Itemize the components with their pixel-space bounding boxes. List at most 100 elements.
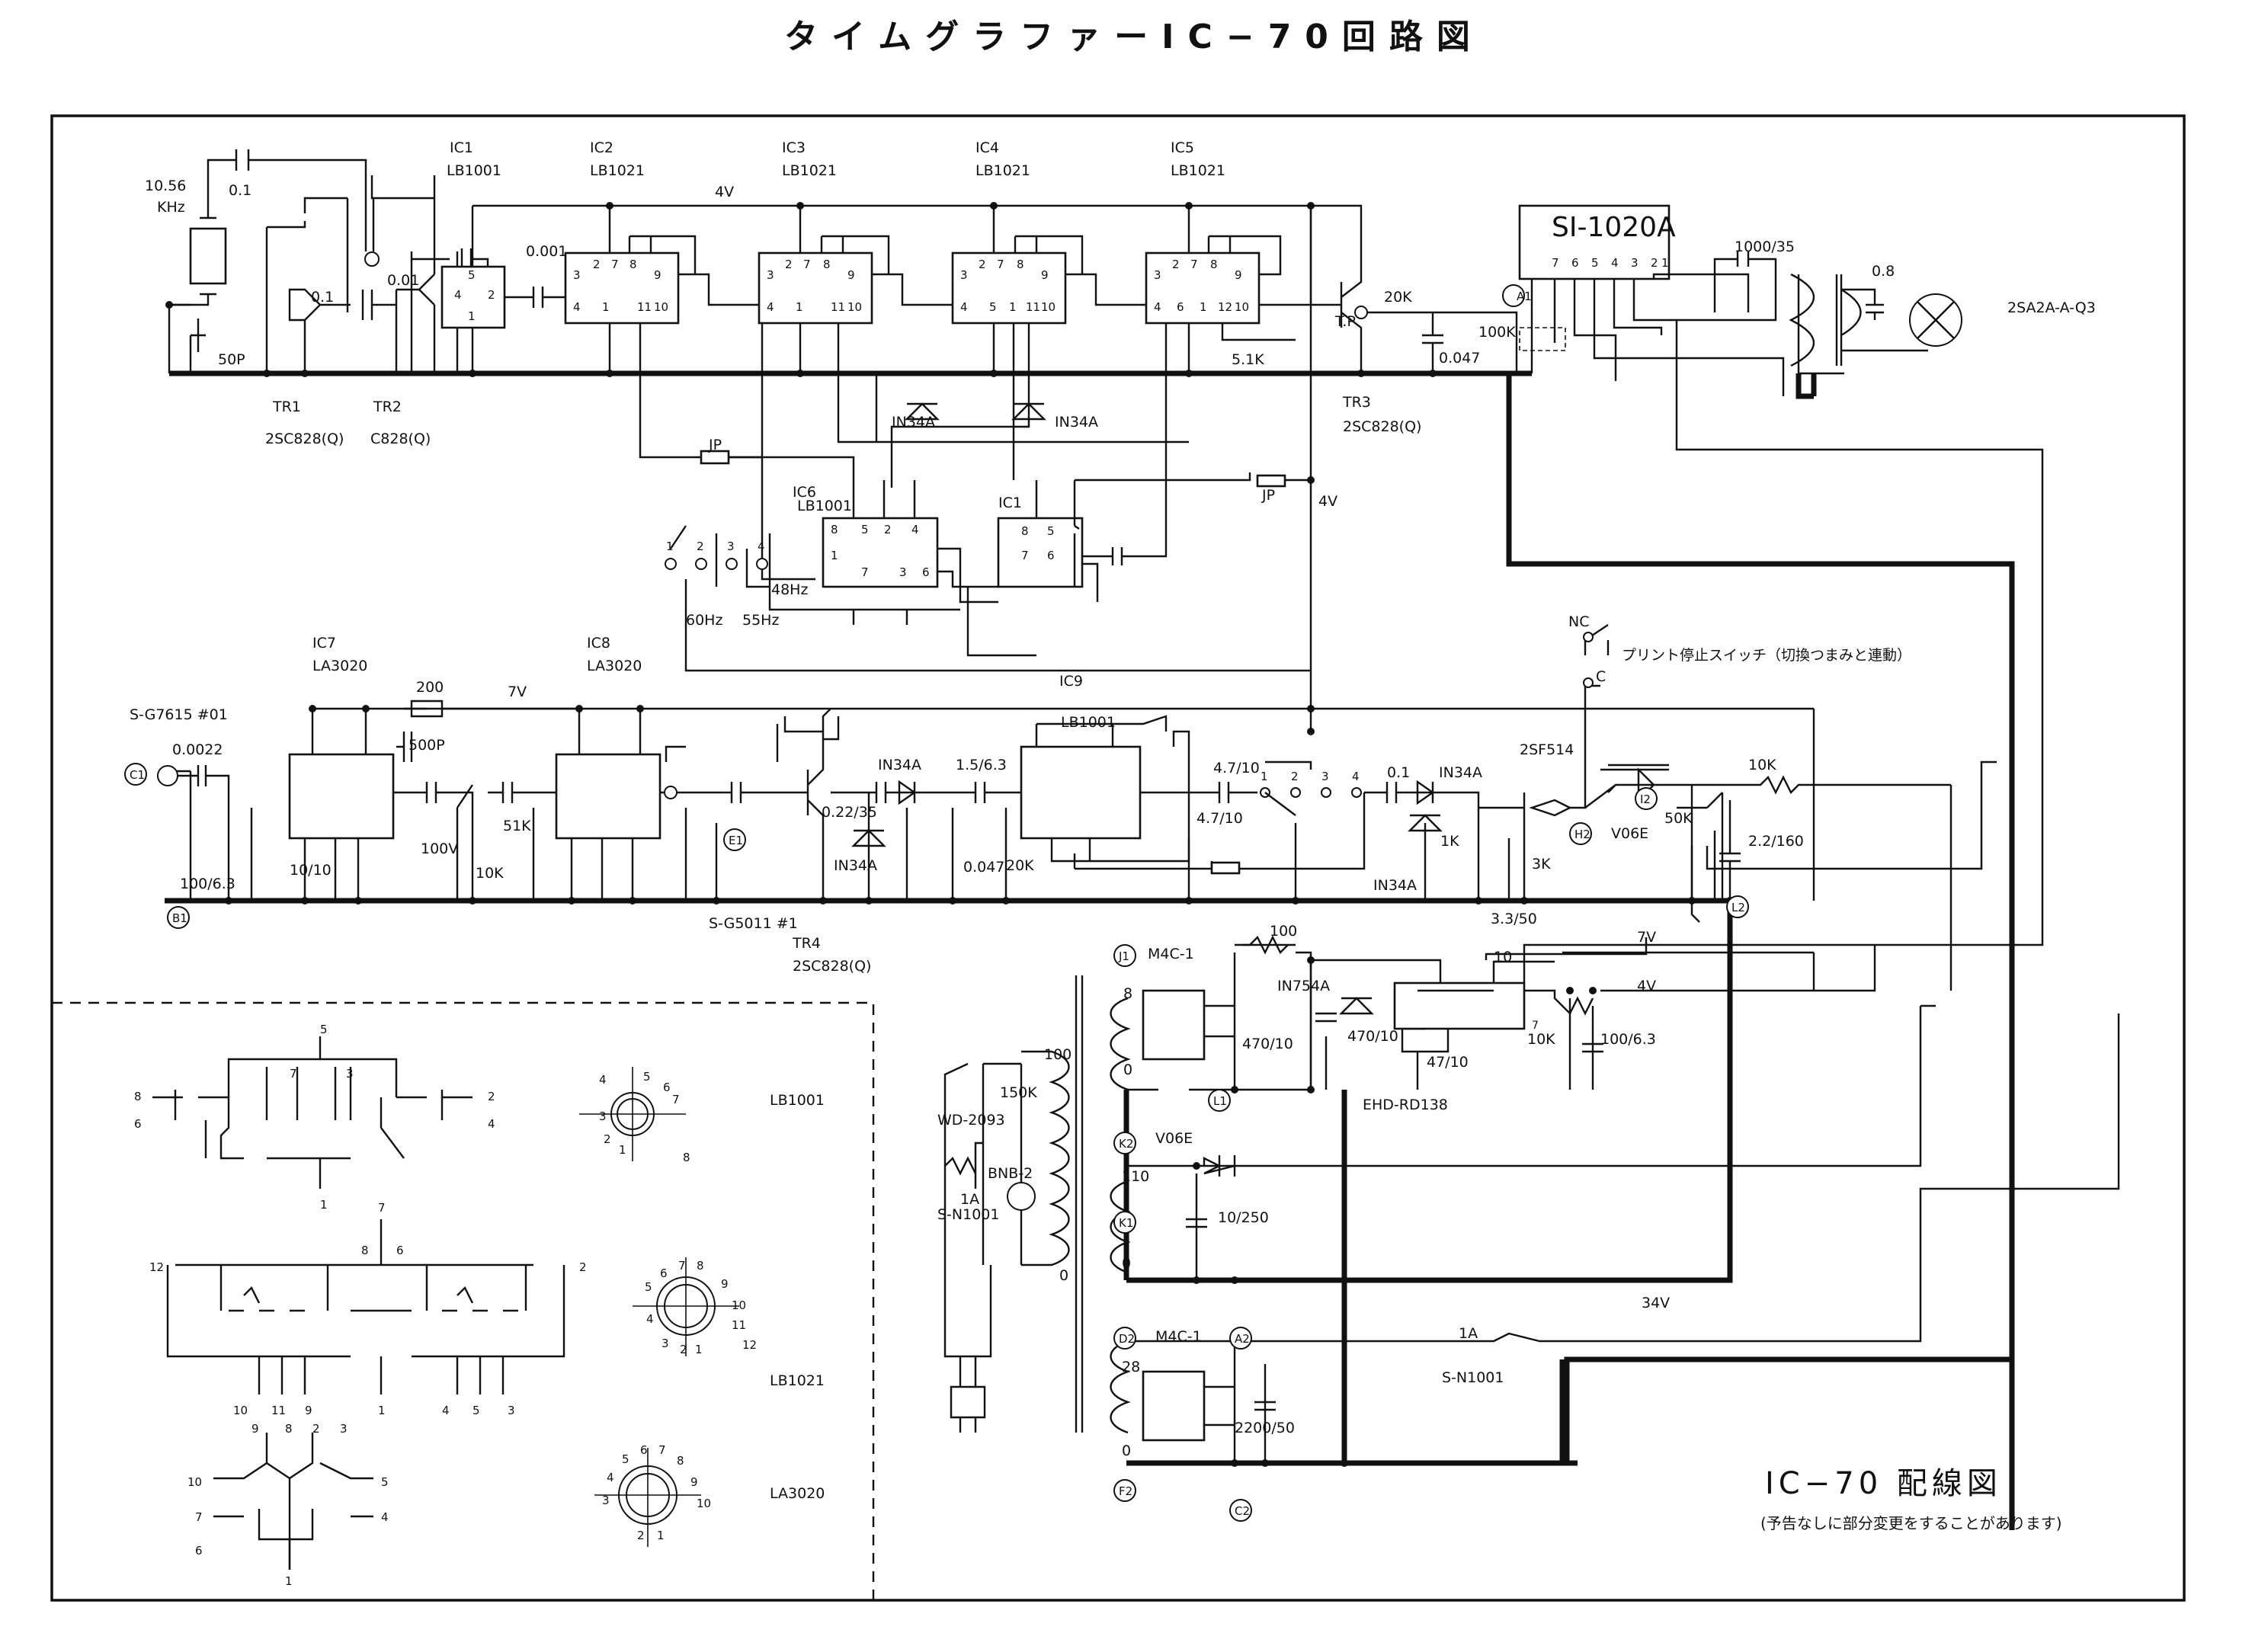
pickup2-label: S-G5011 #1 [709,915,798,932]
c470-label: 470/10 [1242,1036,1293,1052]
svg-text:9: 9 [1041,268,1049,282]
r100-label: 100 [1270,923,1297,940]
ic8-ref: IC8 [587,635,610,652]
in34a-2: IN34A [1055,414,1098,431]
t110-label: 110 [1122,1168,1149,1185]
ic8-part: LA3020 [587,658,642,674]
c10063-label: 100/6.3 [180,876,235,892]
eq-lb1021-pin: 2 [579,1260,587,1274]
svg-text:6: 6 [1177,300,1184,314]
svg-text:5: 5 [468,268,476,282]
svg-text:8: 8 [831,523,838,536]
svg-text:1: 1 [1200,300,1207,314]
si-pin: 7 [1532,1020,1539,1032]
svg-text:1: 1 [796,300,803,314]
v34-label: 34V [1642,1295,1670,1311]
pinout-lb1001-pin: 8 [683,1151,690,1164]
svg-text:2: 2 [979,258,986,271]
pinout-lb1021-name: LB1021 [770,1372,825,1389]
svg-text:2: 2 [697,540,704,553]
in34a-1: IN34A [892,414,935,431]
tr3-part: 2SC828(Q) [1343,418,1421,435]
eq-lb1021-pin: 7 [378,1201,386,1215]
eq-la3020-pin: 9 [251,1422,259,1436]
svg-text:7: 7 [1021,549,1029,562]
pinout-lb1001-pin: 3 [599,1109,607,1123]
connector-e1: E1 [729,834,743,847]
tp-label: T.P [1334,313,1356,330]
c022-label: 0.22/35 [822,804,877,821]
in34a-4: IN34A [834,857,877,874]
si-pin: 4 [1611,256,1619,270]
crystal-unit: KHz [157,199,185,216]
eq-la3020-pin: 1 [285,1574,293,1588]
c0001-label: 0.001 [526,243,567,260]
svg-text:12: 12 [1218,300,1232,314]
r200-label: 200 [416,679,444,696]
eq-lb1001-pin: 8 [134,1090,142,1103]
v7-label: 7V [508,684,527,700]
eq-lb1021-pin: 9 [305,1404,312,1417]
connector-a2: A2 [1235,1332,1250,1346]
eq-la3020-pin: 7 [195,1510,203,1524]
pinout-lb1001-name: LB1001 [770,1092,825,1109]
c22-label: 2.2/160 [1748,833,1804,850]
eq-lb1001-pin: 1 [320,1198,328,1212]
svg-text:8: 8 [629,258,637,271]
eq-la3020-pin: 3 [340,1422,348,1436]
eq-lb1001-pin: 6 [134,1117,142,1131]
eq-lb1021-pin: 8 [361,1244,369,1257]
hz60: 60Hz [686,612,722,629]
r10kd-label: 10K [1527,1031,1555,1048]
ic5-part: LB1021 [1171,162,1225,179]
fuse2-a: 1A [1459,1325,1478,1342]
output-stage [1311,204,1962,399]
svg-text:10: 10 [1235,300,1249,314]
ic2-part: LB1021 [590,162,645,179]
eq-la3020-pin: 5 [381,1475,389,1489]
c10063b-label: 100/6.3 [1600,1031,1656,1048]
pinout-la3020-pin: 1 [657,1529,665,1542]
pinout-la3020-name: LA3020 [770,1485,825,1502]
pinout-la3020-pin: 7 [658,1443,666,1457]
c50p-label: 50P [218,351,245,368]
pinout-lb1021-pin: 10 [732,1298,746,1312]
si-pin: 3 [1631,256,1639,270]
pinout-la3020-pin: 2 [637,1529,645,1542]
t0b-label: 0 [1122,1255,1131,1272]
eq-lb1021-pin: 6 [396,1244,404,1257]
sn-fuse-label: S-N1001 [937,1206,999,1223]
v4-mid: 4V [1318,493,1337,510]
svg-text:7: 7 [997,258,1004,271]
eq-lb1021-pin: 3 [508,1404,515,1417]
r150k-label: 150K [1000,1084,1037,1101]
ic7-ref: IC7 [312,635,336,652]
output-transistor: 2SA2A-A-Q3 [2007,299,2096,316]
footer-title: IC−70 配線図 [1765,1466,2002,1501]
ic4-ref: IC4 [975,139,999,156]
eq-lb1021-pin: 1 [378,1404,386,1417]
c0047-label: 0.047 [1439,350,1480,367]
v06e2-label: V06E [1155,1130,1193,1147]
svg-text:2: 2 [1172,258,1180,271]
si-pin: 2 [1651,256,1658,270]
c4710-label: 47/10 [1427,1054,1469,1071]
svg-text:1: 1 [1009,300,1017,314]
svg-text:8: 8 [1021,524,1029,538]
c500p-label: 500P [408,737,445,754]
eq-lb1021-pin: 11 [271,1404,286,1417]
svg-text:10: 10 [847,300,862,314]
v06e-label: V06E [1611,825,1648,842]
footer-note: (予告なしに部分変更をすることがあります) [1760,1514,2062,1532]
tr1-part: 2SC828(Q) [265,431,344,447]
ic4-part: LB1021 [975,162,1030,179]
svg-text:7: 7 [861,565,869,579]
crystal-freq: 10.56 [145,178,186,194]
r100k-label: 100K [1478,324,1516,341]
svg-text:5: 5 [1047,524,1055,538]
svg-text:9: 9 [847,268,855,282]
c33-label: 3.3/50 [1491,911,1537,927]
eq-lb1021-pin: 5 [472,1404,480,1417]
pinout-lb1001-pin: 7 [672,1093,680,1106]
eq-la3020-pin: 6 [195,1544,203,1558]
